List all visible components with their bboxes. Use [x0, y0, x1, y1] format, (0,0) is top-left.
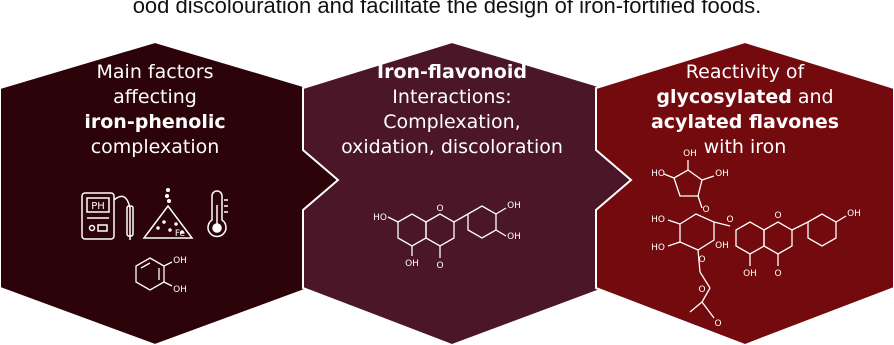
mol-label: OH [683, 149, 697, 159]
mol-label: HO [651, 215, 665, 225]
caption-text: ood discolouration and facilitate the de… [132, 0, 762, 18]
thermometer-icon [207, 190, 228, 238]
mol-label: O [714, 319, 721, 329]
right-panel-text: Reactivity of glycosylated and acylated … [640, 60, 850, 160]
mol-label: O [774, 269, 781, 279]
ph-meter-icon: PH [81, 192, 134, 240]
left-line-1: Main factors [96, 61, 214, 83]
left-line-4: complexation [90, 136, 220, 158]
right-line-3: acylated flavones [650, 111, 840, 133]
mol-label: O [726, 215, 733, 225]
mol-label: OH [715, 169, 729, 179]
mol-label: OH [715, 241, 729, 251]
right-line-2-bold: glycosylated [656, 86, 792, 108]
flavonoid-structure: HO OH OH OH O O [373, 201, 521, 271]
middle-line-4: oxidation, discoloration [341, 136, 563, 158]
mol-label: O [436, 261, 443, 271]
catechol-oh-label: OH [173, 285, 187, 295]
fe-label: Fe [175, 229, 186, 239]
middle-line-2: Interactions: [392, 86, 512, 108]
right-line-2-rest: and [791, 86, 834, 108]
mol-label: OH [405, 259, 419, 269]
mol-label: O [702, 205, 709, 215]
catechol-oh-label: OH [173, 256, 187, 266]
mol-label: OH [507, 232, 521, 242]
middle-panel-text: Iron-flavonoid Interactions: Complexatio… [327, 60, 577, 160]
middle-line-3: Complexation, [383, 111, 521, 133]
mol-label: O [698, 285, 705, 295]
glycosylated-flavone-structure: OH HO OH OH HO HO OH OH O O O O O O O [651, 149, 861, 329]
mol-label: O [774, 211, 781, 221]
right-line-2: glycosylated and [640, 85, 850, 110]
mol-label: OH [507, 201, 521, 211]
catechol-structure-icon: OH OH [135, 256, 187, 295]
mol-label: HO [651, 169, 665, 179]
left-line-3: iron-phenolic [84, 111, 226, 133]
right-hexagon [595, 40, 894, 345]
mol-label: OH [743, 269, 757, 279]
mol-label: HO [651, 243, 665, 253]
iron-powder-icon: Fe [142, 187, 194, 239]
ph-label: PH [91, 201, 105, 212]
left-line-2: affecting [113, 86, 197, 108]
right-line-1: Reactivity of [685, 61, 805, 83]
mol-label: O [436, 204, 443, 214]
mol-label: O [698, 255, 705, 265]
middle-line-1: Iron-flavonoid [377, 61, 527, 83]
left-panel-text: Main factors affecting iron-phenolic com… [55, 60, 255, 160]
mol-label: OH [847, 209, 861, 219]
right-line-4: with iron [703, 136, 787, 158]
mol-label: HO [373, 213, 387, 223]
